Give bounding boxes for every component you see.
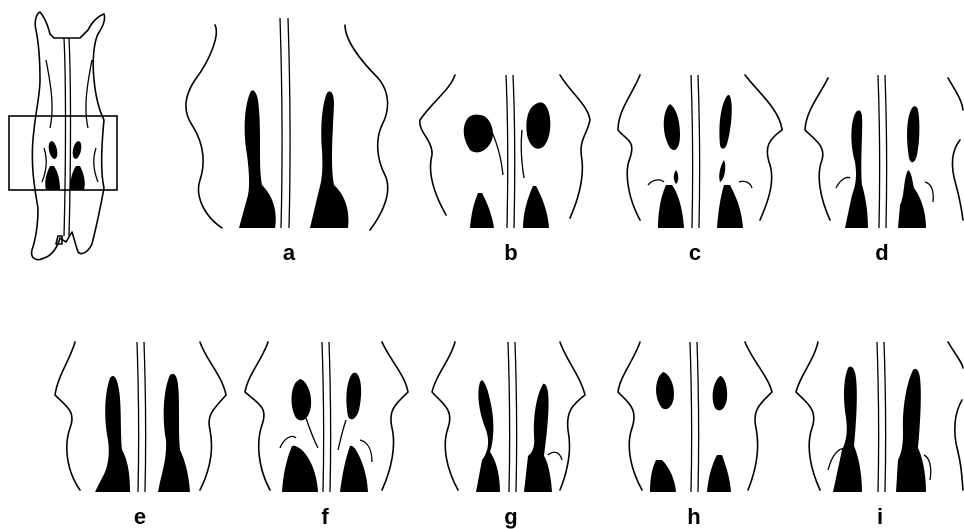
label-a: a (283, 240, 296, 265)
panel-b (419, 74, 591, 229)
key-specimen (8, 11, 118, 261)
panel-h (617, 341, 773, 493)
panel-d (804, 74, 964, 229)
label-i: i (877, 504, 883, 529)
panel-i (795, 341, 964, 493)
panel-f (244, 341, 409, 493)
label-h: h (687, 504, 700, 529)
label-g: g (504, 504, 517, 529)
label-d: d (875, 240, 888, 265)
panel-a (185, 17, 389, 231)
label-e: e (134, 504, 146, 529)
label-c: c (689, 240, 701, 265)
panel-g (431, 341, 586, 493)
label-b: b (504, 240, 517, 265)
panel-c (617, 74, 783, 229)
label-f: f (321, 504, 329, 529)
region-box (8, 115, 118, 191)
panel-e (54, 341, 227, 493)
